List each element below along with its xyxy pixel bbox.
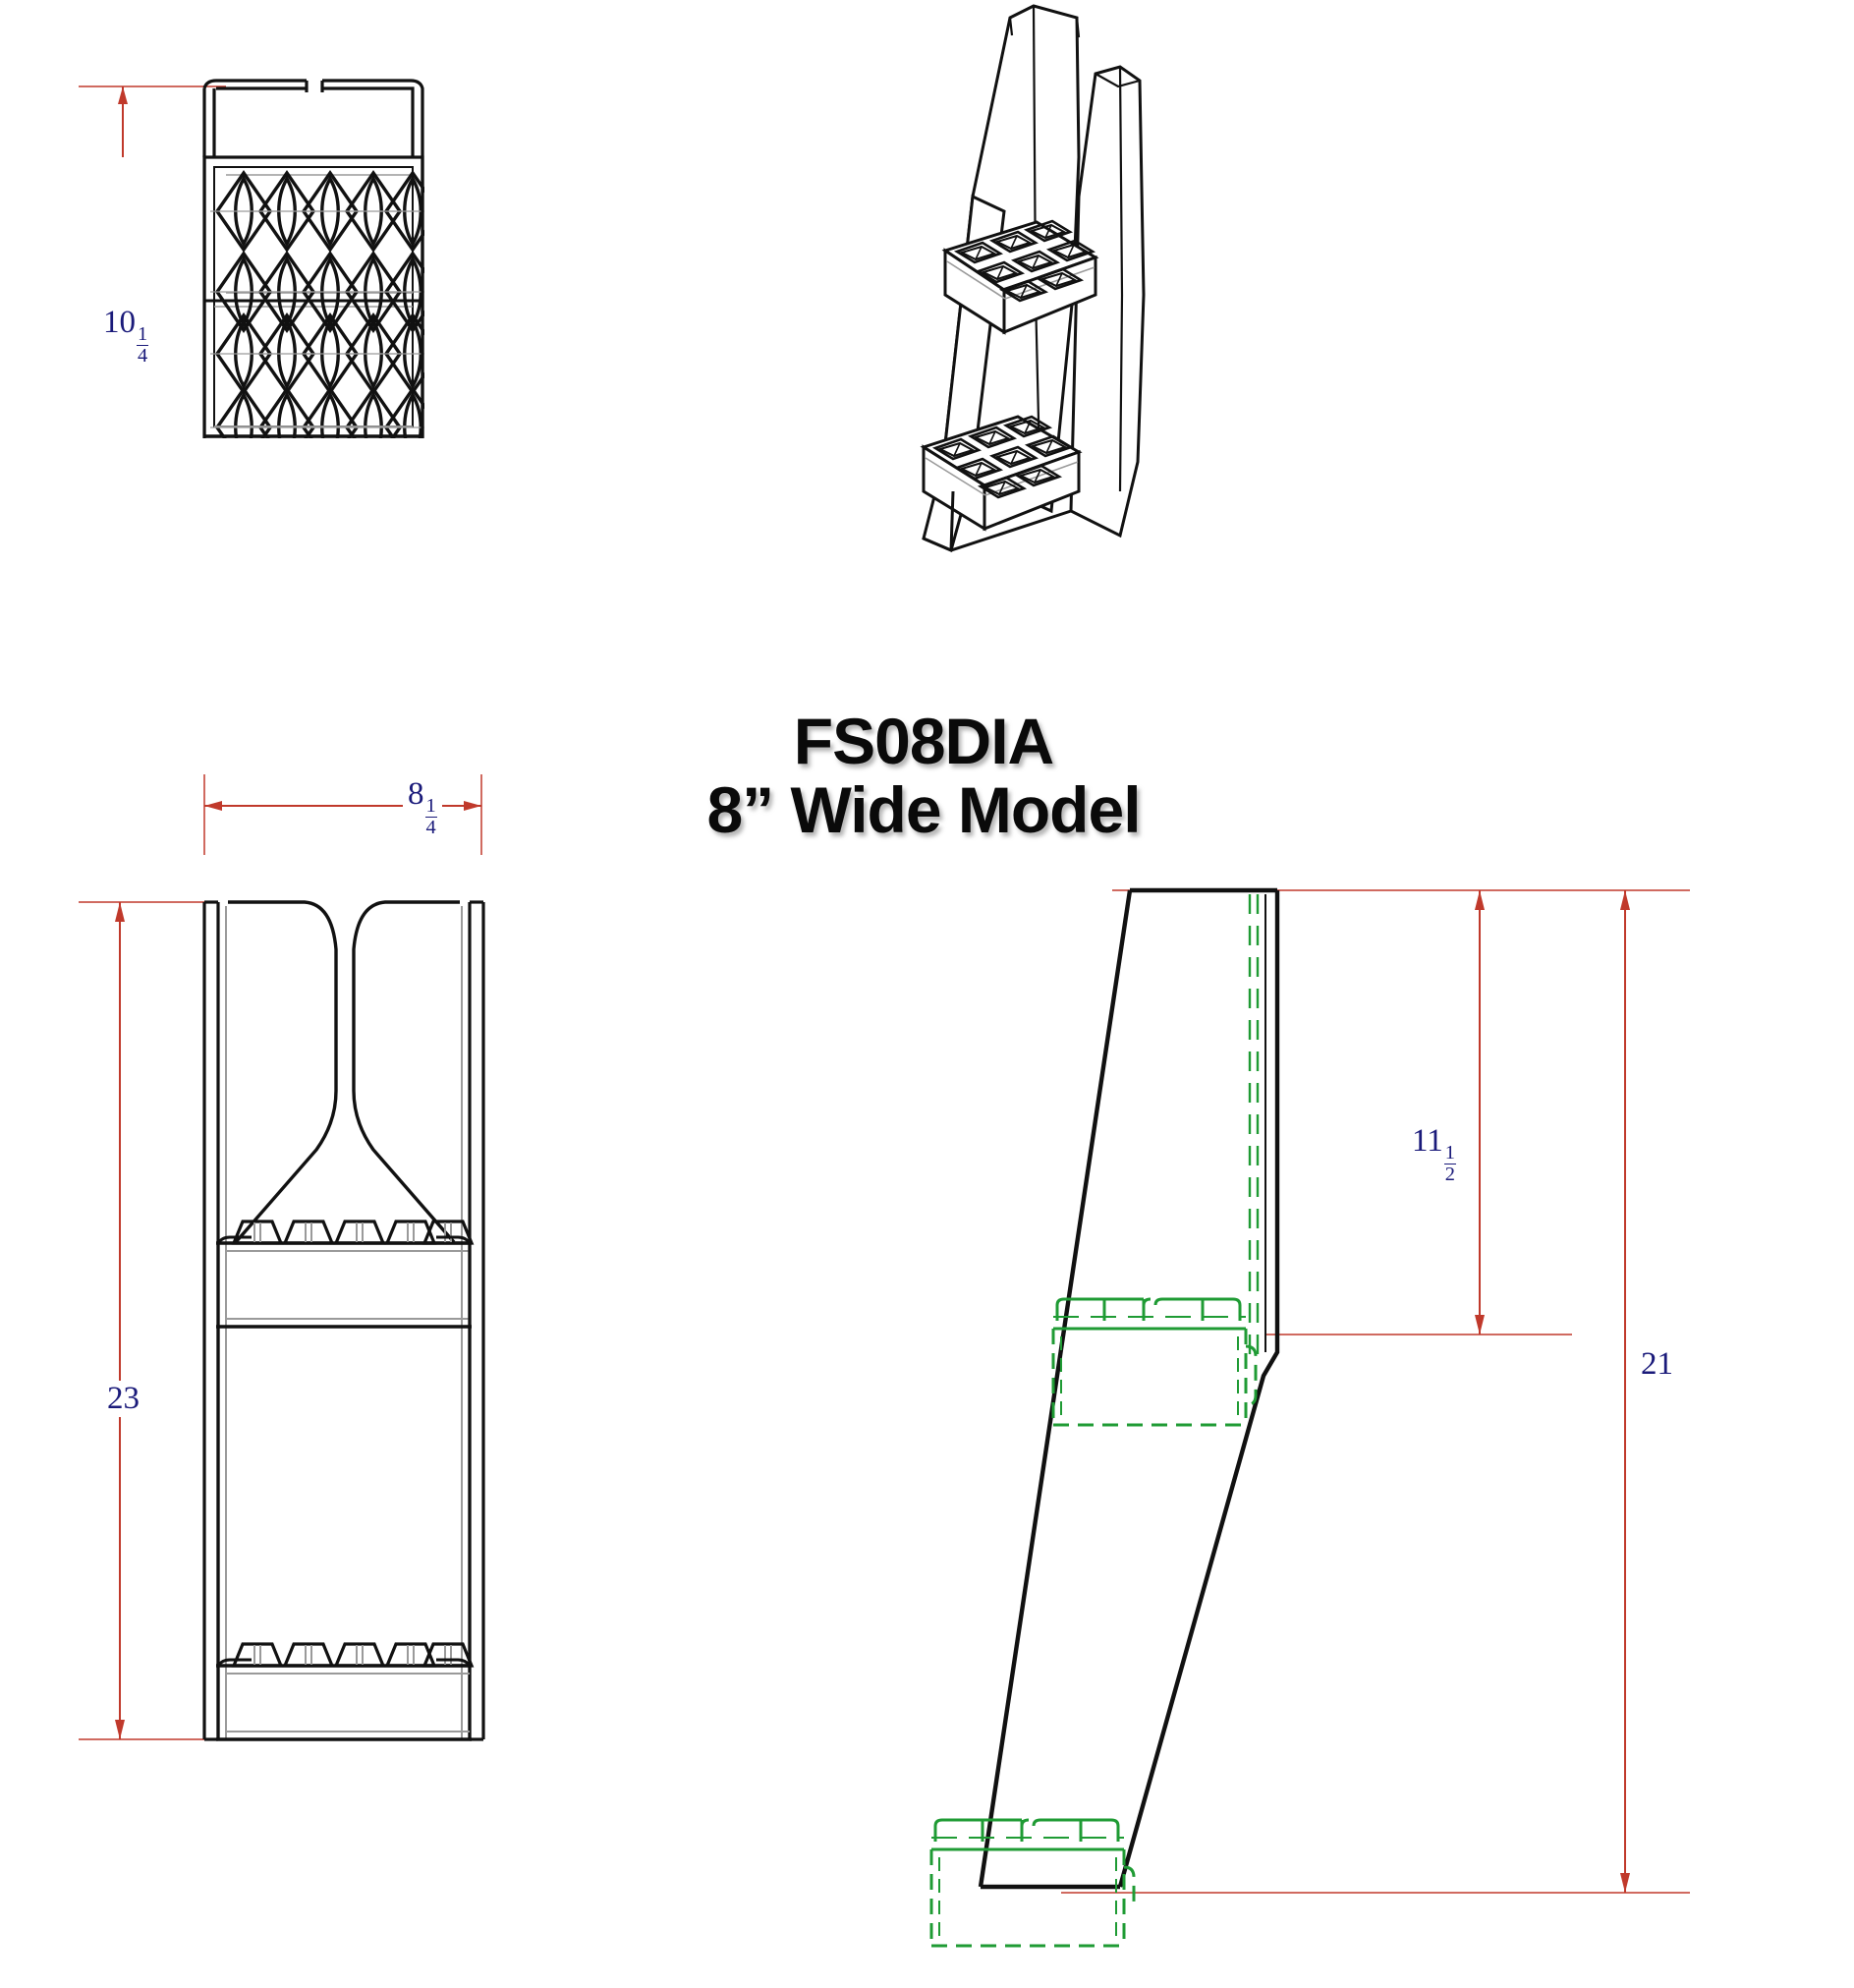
front-view — [79, 79, 540, 472]
mid-riser — [216, 1327, 472, 1739]
upper-step — [941, 219, 1099, 335]
dim-arrow — [1475, 1315, 1485, 1335]
dim-arrow — [464, 801, 481, 811]
dim-label-overall-height: 23 — [102, 1381, 144, 1417]
upper-step-tread-bumps — [232, 1220, 474, 1245]
right-stile — [461, 900, 485, 1741]
model-description-title: 8” Wide Model — [706, 772, 1141, 846]
front-lower-edge — [923, 490, 1072, 552]
dim-arrow — [118, 86, 128, 104]
section-view — [929, 887, 1690, 1948]
side-view — [79, 774, 485, 1741]
dim-arrow — [1620, 1873, 1630, 1893]
lower-step — [920, 415, 1083, 532]
left-stile — [202, 900, 227, 1741]
lower-step-side — [216, 1642, 474, 1741]
dim-arrow — [204, 801, 222, 811]
iso-view — [920, 4, 1146, 553]
right-wing-fold — [1095, 66, 1141, 492]
right-inner-taper — [352, 900, 460, 1244]
lower-hidden-step — [929, 1818, 1136, 1948]
title-block: FS08DIA 8” Wide Model — [550, 705, 1297, 846]
left-inner-taper — [228, 900, 338, 1244]
lower-step-tread-bumps — [232, 1642, 474, 1668]
dim-arrow — [115, 902, 125, 922]
upper-step-side — [216, 1220, 474, 1329]
upper-hidden-step — [1051, 1297, 1258, 1427]
diamond-perforation-grid — [208, 170, 448, 468]
section-outline — [978, 887, 1280, 1890]
dim-arrow — [1475, 890, 1485, 910]
dim-label-section-height: 21 — [1636, 1346, 1678, 1383]
dim-arrow — [115, 1720, 125, 1739]
part-number-title: FS08DIA — [793, 705, 1054, 777]
dim-arrow — [1620, 890, 1630, 910]
hidden-seam — [1248, 894, 1260, 1356]
mounting-lip — [202, 79, 424, 157]
